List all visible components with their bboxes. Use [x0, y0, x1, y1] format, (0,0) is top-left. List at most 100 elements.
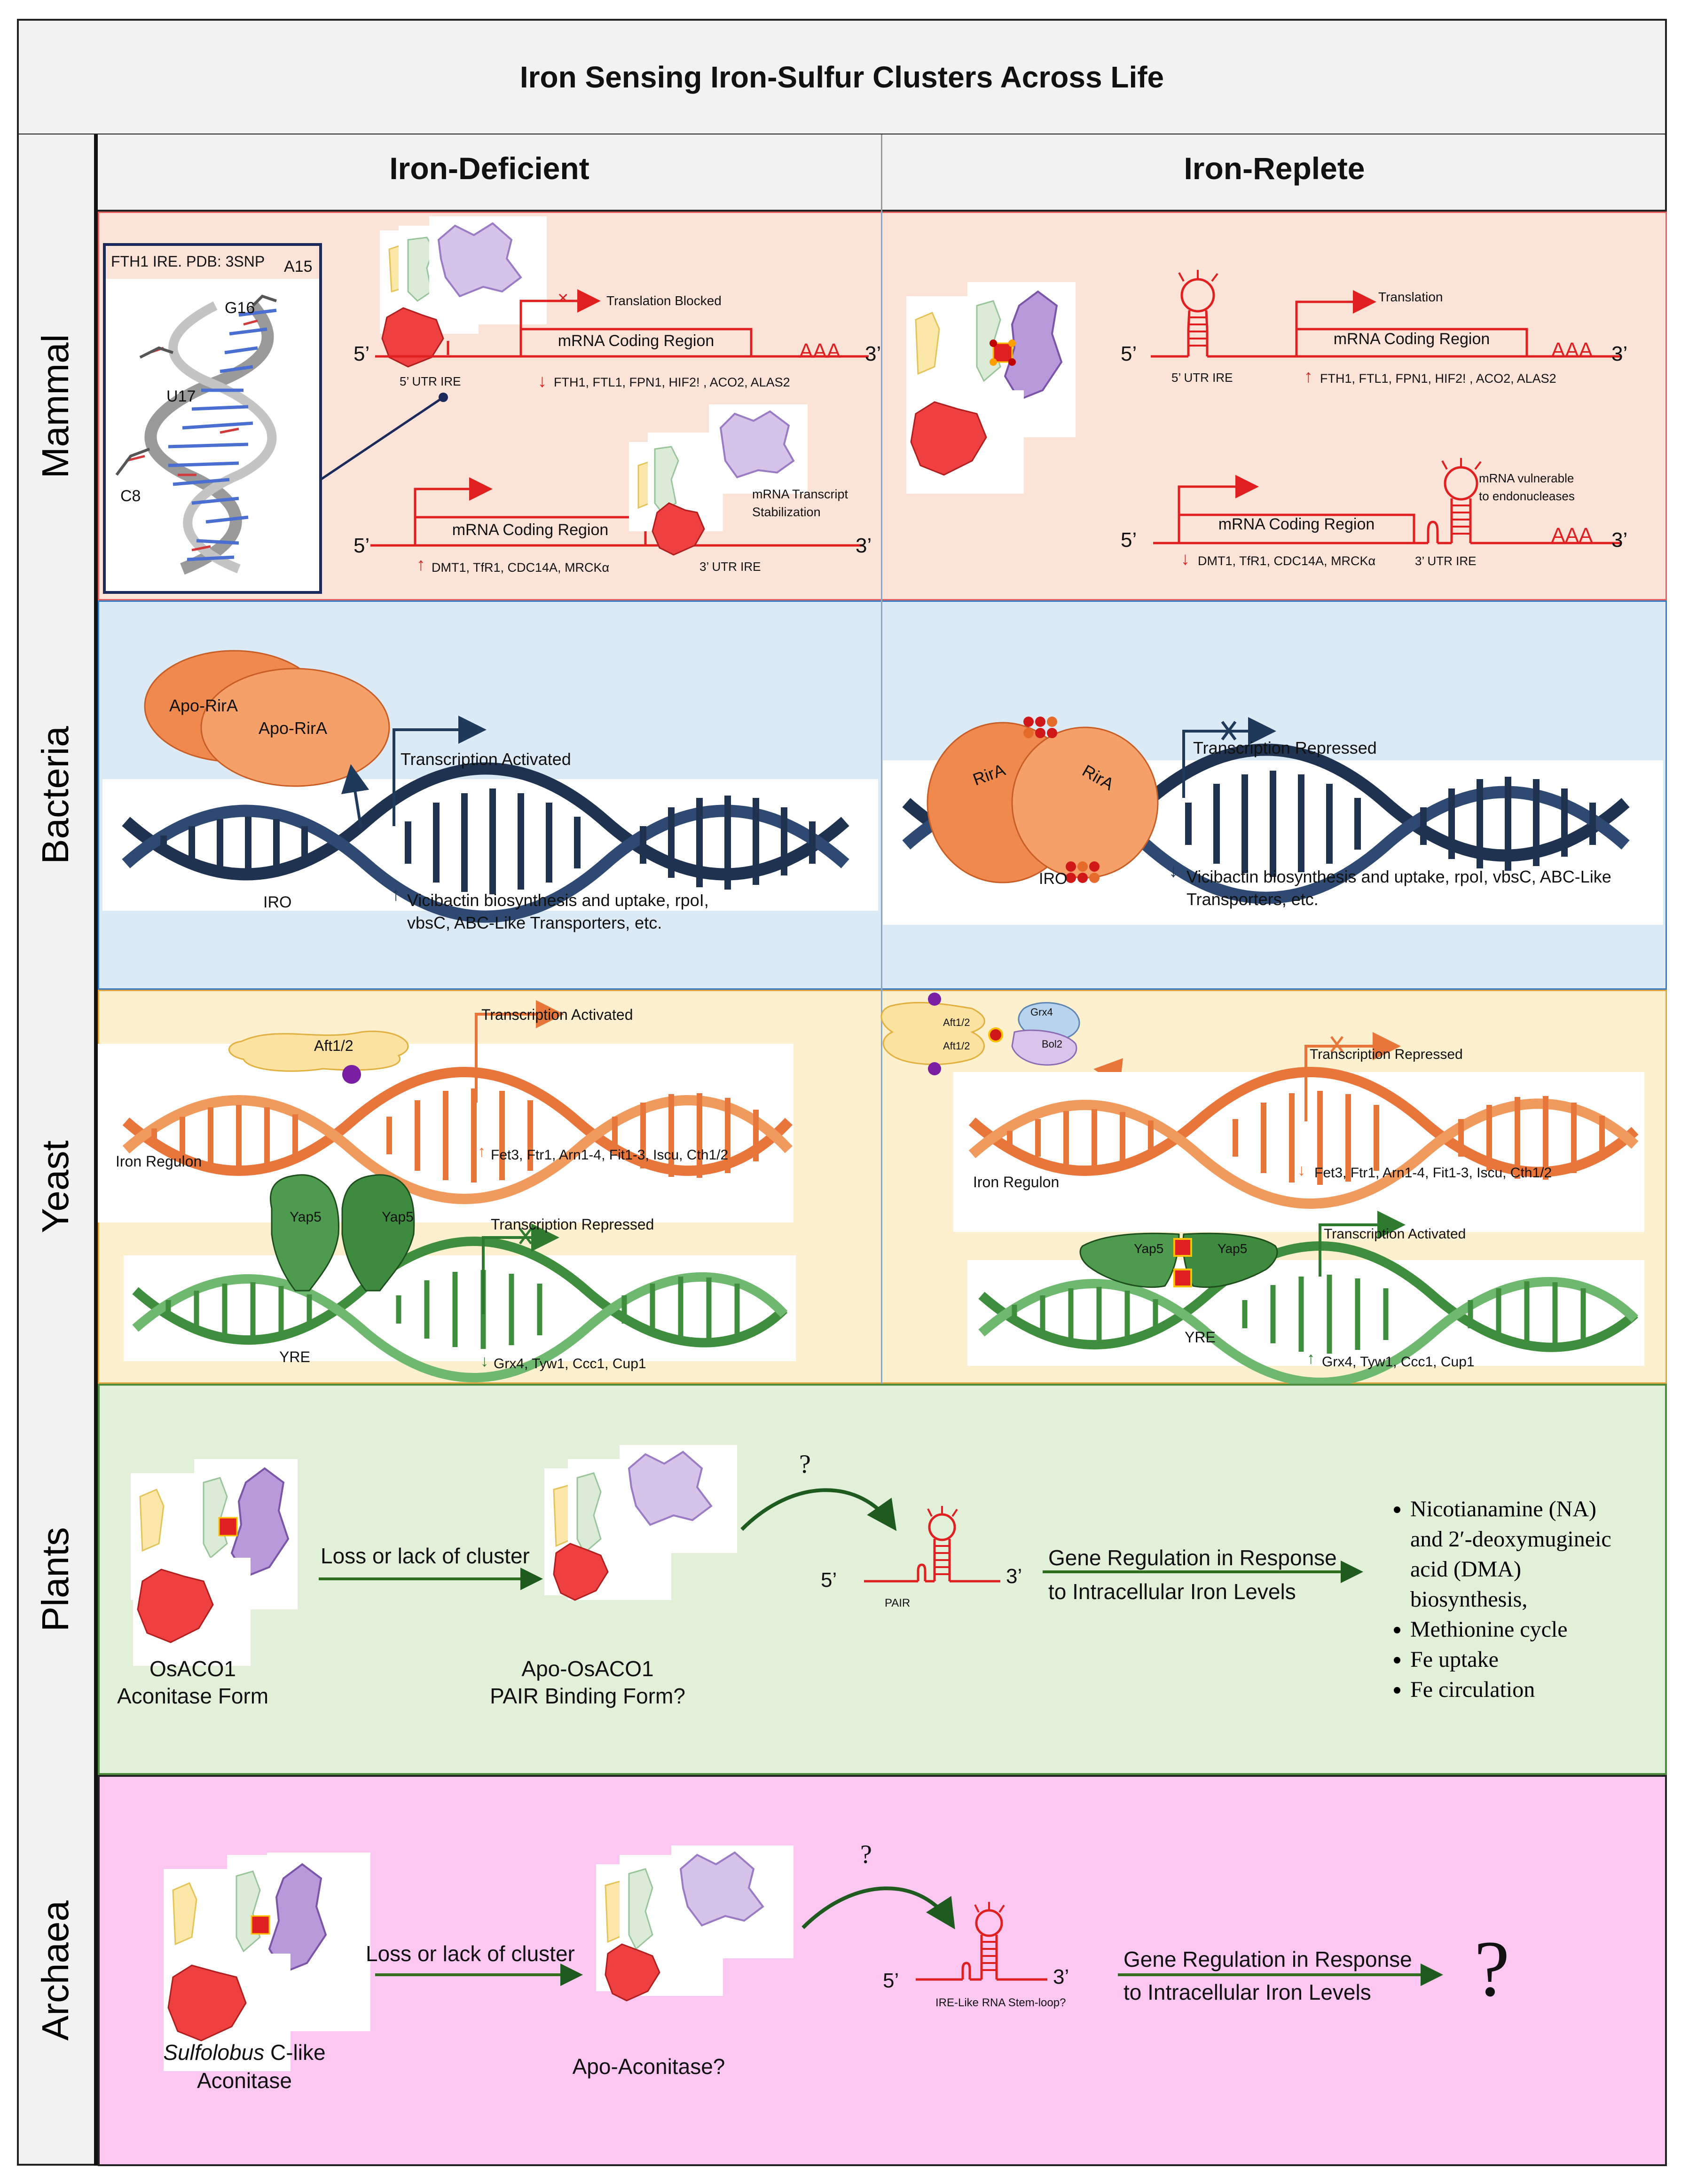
ire-like-stem-loop [916, 1902, 1047, 1981]
plants-question-mark: ? [799, 1450, 811, 1479]
mammal-3prime-tr: 3’ [1611, 342, 1628, 365]
pair-label: PAIR [885, 1597, 911, 1609]
genes-arrow-br: ↓ [1181, 549, 1190, 569]
gene-regulation-plants-2: to Intracellular Iron Levels [1048, 1579, 1296, 1604]
archaea-unknown-outcome: ? [1474, 1924, 1510, 2013]
inset-title: FTH1 IRE. PDB: 3SNP [111, 253, 265, 270]
yeast-orange-genes-right: Fet3, Ftr1, Arn1-4, Fit1-3, Iscu, Cth1/2 [1314, 1165, 1552, 1181]
bacteria-genes-left-1: Vicibactin biosynthesis and uptake, rpoI… [407, 891, 709, 910]
inset-label-g16: G16 [225, 299, 255, 317]
mammal-5prime-tr: 5’ [1121, 342, 1137, 365]
bacteria-genes-left-2: vbsC, ABC-Like Transporters, etc. [407, 913, 662, 932]
yap5-dimer-right [1079, 1232, 1278, 1288]
apo-osaco1-label-2: PAIR Binding Form? [490, 1684, 685, 1708]
fe-s-cluster-bottom [1066, 861, 1100, 883]
aconitase-protein-stack-archaea [164, 1853, 370, 2071]
row-label-bacteria: Bacteria [34, 726, 76, 864]
mammal-utr5-tl: 5’ UTR IRE [400, 374, 461, 388]
mammal-5prime-br: 5’ [1121, 528, 1137, 552]
archaea-3prime: 3’ [1053, 1965, 1069, 1988]
mammal-utr5-tr: 5’ UTR IRE [1171, 371, 1233, 385]
vulnerable-line1: mRNA vulnerable [1479, 471, 1574, 485]
stemloop-label: IRE-Like RNA Stem-loop? [935, 1996, 1066, 2009]
bacteria-genes-right-1: Vicibactin biosynthesis and uptake, rpoI… [1186, 867, 1611, 886]
iro-label-left: IRO [263, 893, 292, 911]
mrna-bottom-left [370, 404, 864, 556]
inset-label-c8: C8 [120, 487, 141, 505]
aft-grx4-bol2-complex [880, 993, 1080, 1075]
row-label-divider [94, 134, 98, 2166]
figure-title: Iron Sensing Iron-Sulfur Clusters Across… [519, 60, 1164, 94]
plants-diagram [131, 1445, 1363, 1666]
title-bar [17, 19, 1667, 135]
transcription-activated-yeast-right: Transcription Activated [1324, 1226, 1466, 1242]
column-title-iron-replete: Iron-Replete [1184, 151, 1365, 186]
mammal-aaa-tl: AAA [799, 339, 841, 363]
mammal-diagram [103, 216, 1621, 594]
mrna-bottom-right [1153, 458, 1621, 544]
stabilization-line2: Stabilization [752, 505, 821, 519]
apo-rira-dimer [144, 650, 390, 787]
aft1-2-protein [228, 1031, 409, 1072]
apo-aconitase-protein-stack [596, 1845, 793, 2002]
genes-up-arrow-tl: ↓ [538, 371, 547, 391]
row-label-plants: Plants [34, 1527, 76, 1632]
transcription-repressed-bacteria: Transcription Repressed [1193, 738, 1377, 757]
archaea-5prime: 5’ [883, 1969, 899, 1992]
mrna-top-left [375, 289, 869, 358]
column-header [98, 134, 1667, 212]
yeast-diagram [98, 993, 1644, 1384]
yre-label-right: YRE [1185, 1329, 1216, 1346]
genes-bottom-left: DMT1, TfR1, CDC14A, MRCKα [432, 560, 610, 575]
mammal-coding-br: mRNA Coding Region [1218, 515, 1375, 533]
mammal-utr3-bl: 3’ UTR IRE [699, 560, 761, 574]
bacteria-diagram [102, 650, 1663, 925]
mammal-coding-bl: mRNA Coding Region [452, 521, 609, 539]
yre-label-left: YRE [279, 1348, 310, 1365]
gene-regulation-plants-1: Gene Regulation in Response [1048, 1545, 1337, 1570]
column-divider-header [881, 134, 882, 212]
gene-regulation-archaea-1: Gene Regulation in Response [1123, 1947, 1412, 1971]
mrna-top-right [1151, 270, 1621, 358]
dna-helix-yre-right [978, 1241, 1639, 1384]
bacteria-genes-right-2: Transporters, etc. [1186, 890, 1319, 909]
column-title-iron-deficient: Iron-Deficient [389, 151, 589, 186]
mammal-utr3-br: 3’ UTR IRE [1415, 554, 1477, 568]
row-label-archaea: Archaea [34, 1900, 76, 2041]
plants-target-4: Fe circulation [1410, 1675, 1673, 1705]
aft-label-right-1: Aft1/2 [943, 1017, 970, 1028]
bol2-label: Bol2 [1042, 1038, 1063, 1050]
mammal-3prime-bl: 3’ [856, 534, 872, 557]
genes-top-left: FTH1, FTL1, FPN1, HIF2! , ACO2, ALAS2 [554, 375, 790, 389]
column-divider [881, 212, 882, 1384]
genes-arrow-bacteria-left: ↑ [391, 884, 401, 905]
mammal-3prime-br: 3’ [1611, 528, 1628, 552]
genes-arrow-bl: ↑ [416, 555, 425, 575]
genes-top-right: FTH1, FTL1, FPN1, HIF2! , ACO2, ALAS2 [1320, 371, 1556, 386]
yeast-green-genes-right: Grx4, Tyw1, Ccc1, Cup1 [1322, 1354, 1475, 1370]
genes-arrow-orange-right: ↓ [1297, 1161, 1305, 1179]
plants-target-list: Nicotianamine (NA) and 2′-deoxymugineic … [1377, 1494, 1673, 1705]
aconitase-protein-stack [906, 282, 1076, 494]
yap5-label-left-2: Yap5 [382, 1209, 414, 1225]
loss-of-cluster-archaea: Loss or lack of cluster [366, 1941, 575, 1966]
genes-arrow-bacteria-right: ↓ [1169, 860, 1178, 881]
aft-label-right-2: Aft1/2 [943, 1040, 970, 1052]
osaco1-label-2: Aconitase Form [117, 1684, 269, 1708]
archaea-aconitase-label-1: Sulfolobus C-like [122, 2040, 367, 2065]
row-label-yeast: Yeast [34, 1140, 76, 1233]
plants-3prime: 3’ [1006, 1565, 1022, 1588]
mammal-3prime-tl: 3’ [865, 342, 881, 365]
plants-target-1: Nicotianamine (NA) and 2′-deoxymugineic … [1410, 1494, 1673, 1615]
transcription-repressed-yeast-right: Transcription Repressed [1310, 1047, 1463, 1062]
inset-label-u17: U17 [166, 387, 196, 405]
translation-blocked-cross: × [558, 288, 569, 308]
archaea-aconitase-label-2: Aconitase [196, 2068, 292, 2093]
dna-helix-iro-left [122, 762, 849, 923]
translation-blocked-label: Translation Blocked [606, 293, 722, 308]
stabilization-line1: mRNA Transcript [752, 487, 848, 501]
apo-rira-label-1: Apo-RirA [169, 696, 238, 715]
yap5-dimer-left [269, 1174, 415, 1292]
archaea-question-mark: ? [860, 1840, 872, 1869]
iro-label-right: IRO [1039, 870, 1068, 888]
